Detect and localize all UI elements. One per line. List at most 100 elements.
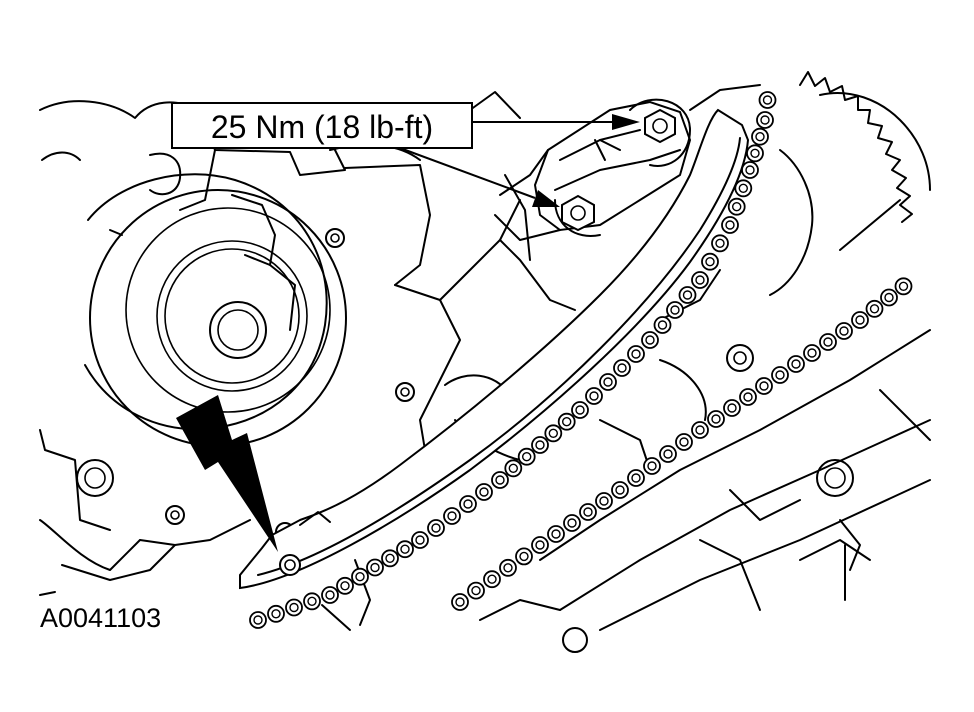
chain-link-pin <box>455 597 465 607</box>
arrow-down-right-icon <box>176 395 278 552</box>
chain-link-pin <box>732 201 742 212</box>
chain-link-pin <box>760 115 770 125</box>
torque-callout: 25 Nm (18 lb-ft) <box>171 102 473 149</box>
chain-link <box>851 311 869 329</box>
chain-link <box>787 355 805 373</box>
chain-link-pin <box>599 496 609 506</box>
chain-link-pin <box>711 414 721 424</box>
chain-link <box>880 288 898 307</box>
chain-link <box>746 144 764 163</box>
chain-link <box>515 547 533 566</box>
torque-spec-label: 25 Nm (18 lb-ft) <box>211 109 433 145</box>
chain-link <box>499 558 517 577</box>
chain-link-pin <box>631 473 641 483</box>
chain-link <box>321 586 339 604</box>
secondary-timing-chain <box>451 277 913 611</box>
chain-link-pin <box>855 315 865 325</box>
water-pump-pulley <box>84 173 347 447</box>
chain-link <box>563 514 581 532</box>
chain-link <box>531 436 549 454</box>
chain-link <box>459 495 477 513</box>
chain-link-pin <box>253 615 263 625</box>
chain-link <box>504 459 523 478</box>
chain-link <box>451 593 469 611</box>
chain-link-pin <box>695 275 705 285</box>
tensioner-lower-bolt <box>554 194 601 237</box>
chain-link-pin <box>645 335 655 345</box>
chain-link-pin <box>603 377 613 387</box>
primary-timing-chain <box>249 91 777 629</box>
chain-link-pin <box>839 326 849 336</box>
chain-link-pin <box>508 463 518 473</box>
chain-link-pin <box>479 487 489 497</box>
chain-link <box>467 581 485 600</box>
chain-link <box>557 412 576 431</box>
chain-link-pin <box>562 417 572 427</box>
chain-link <box>819 333 837 351</box>
chain-link-pin <box>715 238 725 249</box>
chain-link <box>721 216 739 234</box>
chain-link <box>517 447 536 466</box>
chain-link <box>381 549 399 568</box>
chain-link-pin <box>340 581 350 591</box>
chain-link <box>758 91 777 109</box>
chain-link <box>627 345 645 363</box>
chain-link-pin <box>325 590 335 600</box>
chain-link-pin <box>567 518 577 528</box>
tensioner-upper-bolt <box>629 98 691 167</box>
chain-link <box>701 252 719 271</box>
chain-link <box>727 197 746 216</box>
chain-link <box>285 598 303 617</box>
chain-link-pin <box>400 544 410 554</box>
chain-guide-arm <box>239 108 750 590</box>
chain-link-pin <box>750 148 760 159</box>
chain-link-pin <box>307 596 317 606</box>
chain-link <box>483 570 501 589</box>
chain-link <box>303 592 321 611</box>
chain-link-pin <box>898 281 909 291</box>
chain-link-pin <box>575 405 585 415</box>
camshaft-sprocket <box>769 71 931 296</box>
chain-link <box>741 161 759 179</box>
chain-link-pin <box>551 529 561 539</box>
chain-link <box>835 322 853 340</box>
chain-link <box>691 271 709 289</box>
chain-link <box>267 604 285 623</box>
chain-link-pin <box>727 403 737 413</box>
chain-link <box>734 179 753 198</box>
chain-link <box>595 492 613 510</box>
chain-link <box>643 457 661 475</box>
chain-link-pin <box>583 507 593 517</box>
chain-link-pin <box>705 257 715 267</box>
chain-link <box>894 277 913 296</box>
chain-link <box>249 611 267 629</box>
chain-link <box>547 525 565 543</box>
chain-link <box>443 507 461 525</box>
chain-link <box>491 471 509 489</box>
chain-link <box>678 286 697 304</box>
chain-link <box>653 316 672 334</box>
chain-link <box>627 469 645 487</box>
chain-link-pin <box>463 499 473 509</box>
figure-id-label: A0041103 <box>40 603 161 633</box>
chain-link-pin <box>487 574 497 584</box>
chain-link <box>336 576 354 595</box>
chain-link-pin <box>471 585 481 596</box>
chain-link <box>707 410 725 428</box>
chain-link <box>613 359 631 377</box>
chain-link-pin <box>548 428 558 438</box>
chain-link <box>675 433 693 451</box>
chain-link <box>396 540 414 559</box>
chain-link-pin <box>682 290 693 300</box>
chain-link-pin <box>745 165 755 175</box>
chain-link <box>666 301 684 319</box>
chain-link-pin <box>657 320 668 330</box>
chain-link <box>599 373 617 391</box>
chain-link-pin <box>415 535 425 545</box>
chain-link-pin <box>791 359 801 369</box>
chain-link-pin <box>869 304 880 314</box>
chain-link-pin <box>615 485 625 495</box>
chain-link-pin <box>503 563 513 573</box>
